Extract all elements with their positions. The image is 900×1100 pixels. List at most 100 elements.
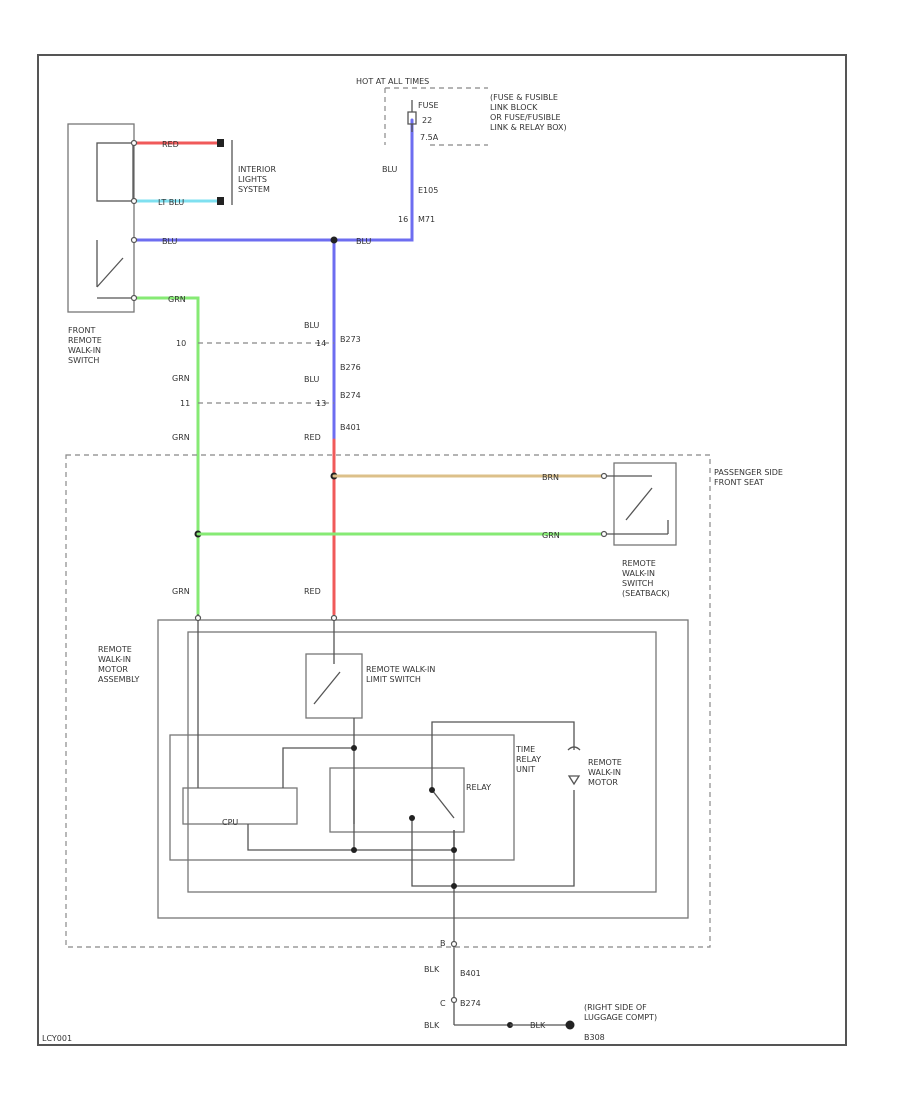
text-line: LIGHTS bbox=[238, 175, 267, 184]
time-relay-outer bbox=[169, 734, 515, 861]
text-line: UNIT bbox=[516, 765, 535, 774]
label-red-wire: RED bbox=[162, 140, 179, 149]
internal-wire-4 bbox=[247, 824, 455, 851]
text-line: SWITCH bbox=[68, 356, 99, 365]
text-line: WALK-IN bbox=[622, 569, 655, 578]
text-line: ASSEMBLY bbox=[98, 675, 139, 684]
label-b274-lower: B274 bbox=[460, 999, 481, 1008]
front-switch-contact bbox=[96, 257, 124, 288]
motor-assembly-inner bbox=[187, 631, 657, 893]
label-brn-wire: BRN bbox=[542, 473, 559, 482]
text-line: TIME bbox=[515, 745, 535, 754]
text-line: (SEATBACK) bbox=[622, 589, 670, 598]
node-6 bbox=[451, 847, 457, 853]
terminal-front-3 bbox=[130, 236, 138, 244]
terminal-seatback-1 bbox=[600, 472, 608, 480]
label-m71-pin: 16 bbox=[398, 215, 408, 224]
terminal-red-bottom bbox=[330, 614, 338, 622]
label-e105: E105 bbox=[418, 186, 438, 195]
text-line: MOTOR bbox=[588, 778, 618, 787]
wire-blu-fuse bbox=[332, 118, 414, 242]
label-fuse-amp: 7.5A bbox=[420, 133, 439, 142]
label-pin-13: 13 bbox=[316, 399, 326, 408]
text-line: RELAY bbox=[516, 755, 541, 764]
terminal-front-1 bbox=[130, 139, 138, 147]
text-line: REMOTE bbox=[588, 758, 622, 767]
node-4 bbox=[409, 815, 415, 821]
label-blk-wire-2: BLK bbox=[424, 1021, 440, 1030]
text-line: INTERIOR bbox=[238, 165, 277, 174]
label-coil: CPU bbox=[222, 818, 238, 827]
label-fuse-num: 22 bbox=[422, 116, 432, 125]
node-1 bbox=[351, 745, 357, 751]
node-2 bbox=[351, 847, 357, 853]
label-pin-11: 11 bbox=[180, 399, 190, 408]
label-grn-wire-mid: GRN bbox=[542, 531, 560, 540]
ground-icon bbox=[565, 1020, 575, 1030]
label-ground-code: B308 bbox=[584, 1033, 605, 1042]
text-line: (FUSE & FUSIBLE bbox=[490, 93, 558, 102]
terminal-grn-bottom bbox=[194, 614, 202, 622]
label-b401-lower: B401 bbox=[460, 969, 481, 978]
text-line: WALK-IN bbox=[588, 768, 621, 777]
label-hot-at-all-times: HOT AT ALL TIMES bbox=[356, 77, 429, 86]
motor-assembly-outer bbox=[157, 619, 689, 919]
label-pin-14: 14 bbox=[316, 339, 326, 348]
text-line: FRONT SEAT bbox=[714, 478, 764, 487]
label-pin-b: B bbox=[440, 939, 446, 948]
label-b276: B276 bbox=[340, 363, 361, 372]
text-line: LUGGAGE COMPT) bbox=[584, 1013, 657, 1022]
front-switch-inner-upper bbox=[96, 142, 134, 202]
terminal-b bbox=[450, 940, 458, 948]
label-fuse: FUSE bbox=[418, 101, 439, 110]
node-3 bbox=[429, 787, 435, 793]
label-blu-wire-right: BLU bbox=[356, 237, 372, 246]
node-5 bbox=[451, 883, 457, 889]
text-line: SYSTEM bbox=[238, 185, 270, 194]
label-blu-top: BLU bbox=[382, 165, 398, 174]
text-line: LIMIT SWITCH bbox=[366, 675, 421, 684]
text-line: REMOTE bbox=[98, 645, 132, 654]
label-grn-bottom: GRN bbox=[172, 587, 190, 596]
limit-switch-contact bbox=[313, 671, 341, 705]
diagram-frame bbox=[37, 54, 847, 1046]
label-b274: B274 bbox=[340, 391, 361, 400]
internal-wire-2 bbox=[282, 718, 355, 788]
fuse-symbol bbox=[407, 100, 417, 132]
label-pin-10: 10 bbox=[176, 339, 186, 348]
label-pin-c: C bbox=[440, 999, 446, 1008]
text-line: LINK BLOCK bbox=[490, 103, 538, 112]
label-blk-wire-3: BLK bbox=[530, 1021, 546, 1030]
wire-grn-left bbox=[132, 296, 200, 616]
label-grn-left-1: GRN bbox=[172, 374, 190, 383]
text-line: REMOTE WALK-IN bbox=[366, 665, 435, 674]
internal-wire-6 bbox=[411, 790, 575, 887]
seatback-switch-box bbox=[613, 462, 677, 546]
text-line: (RIGHT SIDE OF bbox=[584, 1003, 647, 1012]
interior-connector-1 bbox=[217, 139, 224, 147]
internal-wire-5 bbox=[431, 721, 575, 790]
label-blu-b273: BLU bbox=[304, 321, 320, 330]
label-blk-wire-1: BLK bbox=[424, 965, 440, 974]
label-red-bottom: RED bbox=[304, 587, 321, 596]
label-m71: M71 bbox=[418, 215, 435, 224]
label-grn-left-2: GRN bbox=[172, 433, 190, 442]
motor-symbol bbox=[567, 746, 581, 786]
text-line: OR FUSE/FUSIBLE bbox=[490, 113, 561, 122]
text-line: PASSENGER SIDE bbox=[714, 468, 783, 477]
passenger-seat-region bbox=[65, 454, 711, 948]
text-line: MOTOR bbox=[98, 665, 128, 674]
cpu-box bbox=[182, 787, 298, 825]
splice-blu bbox=[330, 236, 338, 244]
label-relay: RELAY bbox=[466, 783, 491, 792]
relay-contact bbox=[431, 789, 455, 819]
